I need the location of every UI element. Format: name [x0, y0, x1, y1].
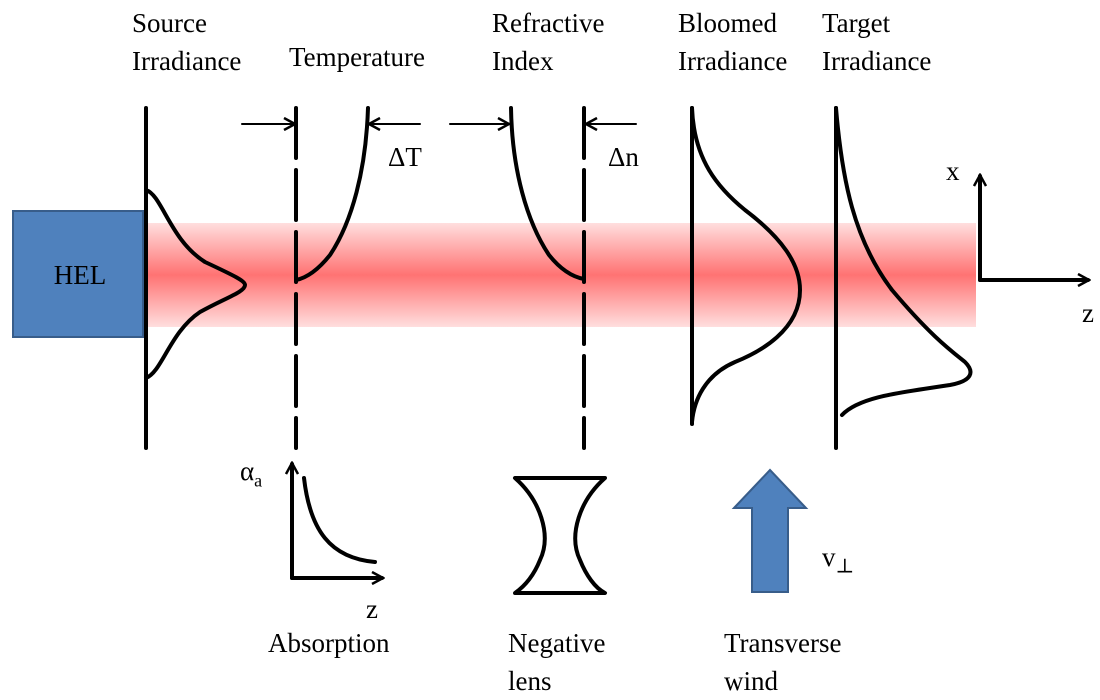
v-symbol: v: [822, 542, 836, 572]
perp-subscript: ⊥: [835, 555, 855, 578]
transverse-wind-label-line-1: Transverse: [724, 628, 842, 658]
source-irradiance-label-line-1: Source: [132, 8, 207, 38]
v-perp-label: v⊥: [822, 538, 854, 585]
refractive-index-label-line-1: Refractive: [492, 8, 605, 38]
absorption-decay-curve: [302, 476, 377, 564]
source-irradiance-label-line-2: Irradiance: [132, 46, 242, 76]
absorption-label: Absorption: [268, 628, 390, 658]
temperature-label: Temperature: [289, 42, 426, 72]
axis-x-label: x: [946, 156, 960, 186]
target-irradiance-label-line-2: Irradiance: [822, 46, 932, 76]
delta-n-label: Δn: [608, 142, 639, 172]
transverse-wind-label-line-2: wind: [724, 666, 778, 696]
refractive-index-curve: [509, 106, 586, 281]
delta-t-label: ΔT: [388, 142, 422, 172]
source-irradiance-label: Source Irradiance: [132, 4, 241, 80]
refractive-index-label-line-2: Index: [492, 46, 554, 76]
negative-lens-label-line-2: lens: [508, 666, 552, 696]
negative-lens-shape: [513, 476, 607, 595]
bloomed-irradiance-curve: [690, 106, 802, 424]
source-gaussian-curve: [144, 188, 247, 380]
target-irradiance-label: Target Irradiance: [822, 4, 931, 80]
alpha-subscript: a: [254, 470, 263, 491]
bloomed-irradiance-label-line-2: Irradiance: [678, 46, 788, 76]
bloomed-irradiance-label-line-1: Bloomed: [678, 8, 777, 38]
refractive-index-label: Refractive Index: [492, 4, 604, 80]
transverse-wind-label: Transverse wind: [724, 624, 842, 700]
alpha-symbol: α: [240, 456, 255, 486]
hel-label: HEL: [53, 260, 107, 290]
axis-z-label: z: [1082, 298, 1094, 328]
hel-laser-box: HEL: [12, 210, 144, 338]
laser-beam: [144, 223, 976, 327]
bloomed-irradiance-label: Bloomed Irradiance: [678, 4, 787, 80]
target-irradiance-label-line-1: Target: [822, 8, 891, 38]
target-irradiance-curve: [834, 106, 973, 417]
negative-lens-label: Negative lens: [508, 624, 605, 700]
alpha-a-label: αa: [240, 452, 262, 499]
transverse-wind-arrow: [731, 468, 809, 593]
negative-lens-label-line-1: Negative: [508, 628, 606, 658]
temperature-curve: [294, 106, 370, 282]
absorption-z-label: z: [366, 594, 378, 624]
